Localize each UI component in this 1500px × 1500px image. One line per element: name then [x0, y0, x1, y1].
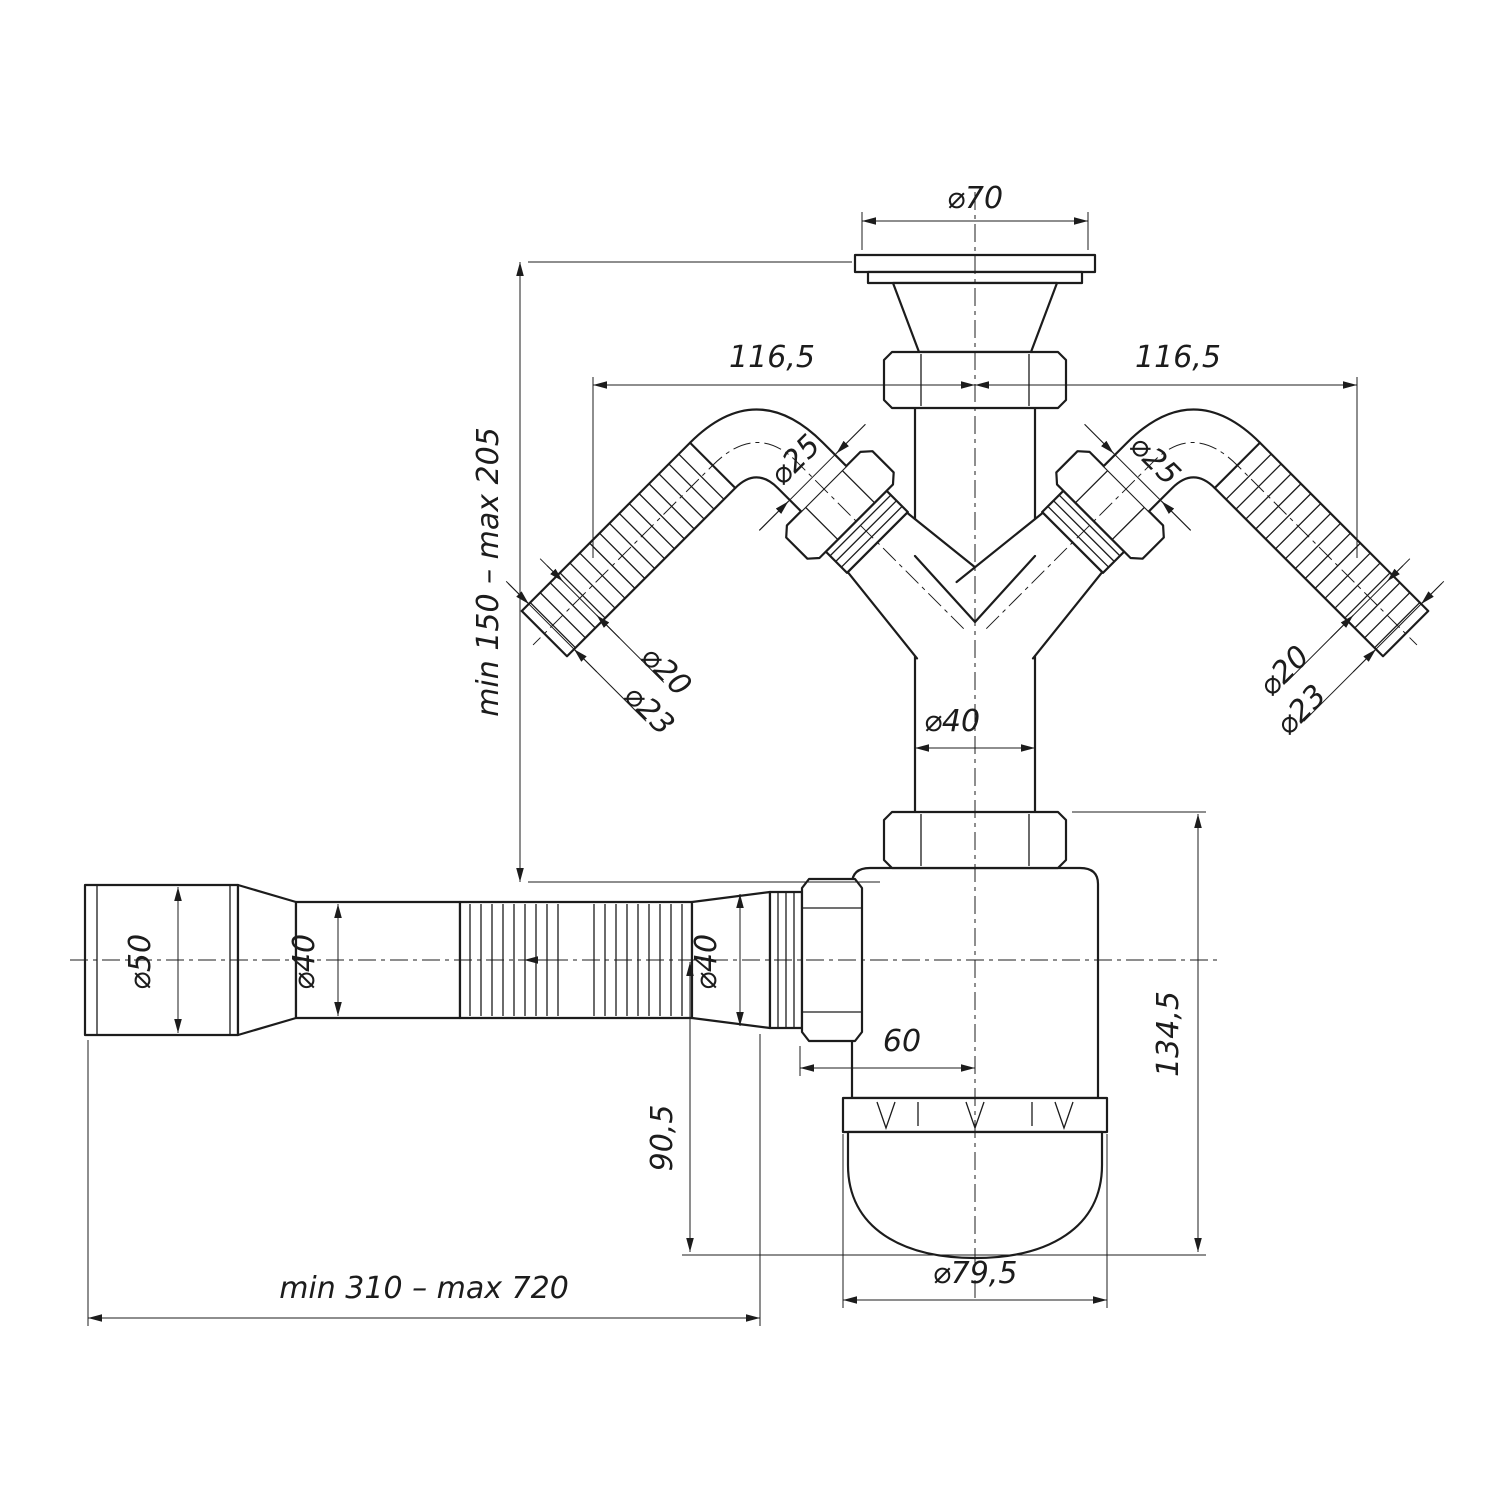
dim-outlet-end-diameter: ⌀50 [123, 934, 158, 990]
dim-outlet-length-range: min 310 – max 720 [279, 1271, 569, 1306]
dim-trap-body-height: 134,5 [1151, 991, 1186, 1077]
dim-branch-offset-left: 116,5 [729, 340, 815, 375]
top-nut [882, 350, 1068, 410]
dimension-labels: ⌀70 116,5 116,5 min 150 – max 205 ⌀25 ⌀2… [123, 181, 1334, 1306]
dim-outlet-drop-height: 90,5 [645, 1105, 680, 1172]
dim-riser-pipe-diameter: ⌀40 [924, 704, 980, 739]
dim-outlet-cone-diameter: ⌀40 [689, 934, 724, 990]
dimensions [87, 212, 1358, 1326]
dim-trap-cup-diameter: ⌀79,5 [933, 1256, 1018, 1291]
dim-inlet-height-range: min 150 – max 205 [471, 427, 506, 717]
dim-outlet-tube-diameter: ⌀40 [287, 934, 322, 990]
dim-top-flange-diameter: ⌀70 [947, 181, 1003, 216]
dim-branch-offset-right: 116,5 [1135, 340, 1221, 375]
dim-trap-axis-offset: 60 [883, 1024, 921, 1059]
